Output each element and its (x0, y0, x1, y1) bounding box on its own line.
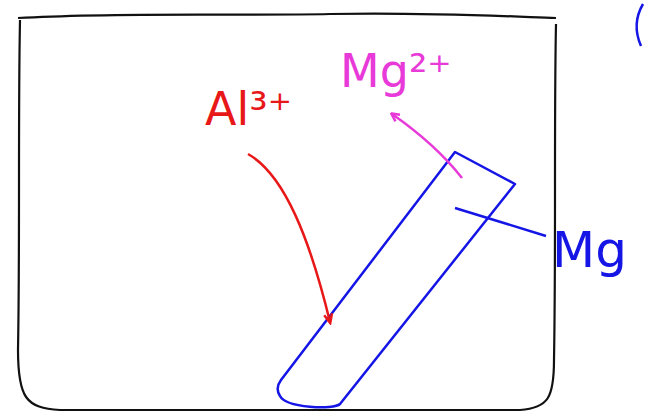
water-surface (18, 13, 556, 18)
magnesium-strip (278, 152, 515, 407)
ion-label: Mg²⁺ (340, 48, 452, 94)
pen-stroke (637, 4, 643, 46)
beaker-outline (18, 20, 556, 410)
ion-arrow (392, 114, 462, 178)
metal-label: Mg (552, 225, 627, 275)
ion-arrow (248, 154, 330, 322)
ion-label: Al³⁺ (205, 86, 292, 132)
leader-line (455, 208, 546, 236)
